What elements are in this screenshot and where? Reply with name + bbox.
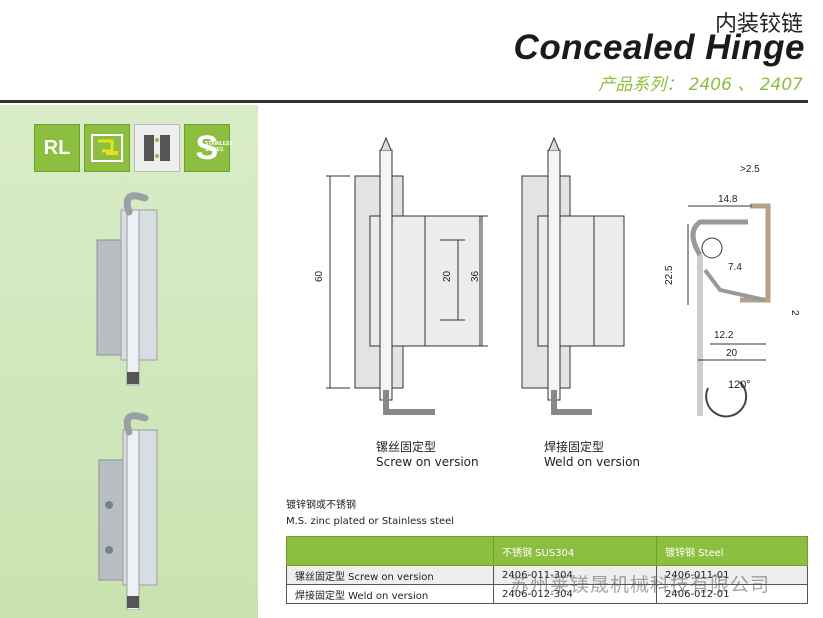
dim-20: 20 <box>442 270 453 282</box>
screw-caption-cn: 镙丝固定型 <box>376 440 437 454</box>
weld-caption-en: Weld on version <box>544 455 641 469</box>
hinge-photo-weld <box>98 412 158 610</box>
rl-badge-label: RL <box>43 136 71 159</box>
spec-table-header: 不锈钢 SUS304 镀锌钢 Steel <box>286 536 808 566</box>
weld-version-drawing <box>521 136 625 415</box>
header-rule <box>0 100 808 103</box>
stainless-series-label: STAINLESS SERIES <box>205 141 233 153</box>
table-row: 焊接固定型 Weld on version 2406-012-304 2406-… <box>286 584 808 604</box>
screw-version-caption: 镙丝固定型 Screw on version <box>376 440 479 470</box>
table-row: 镙丝固定型 Screw on version 2406-011-304 2406… <box>286 565 808 585</box>
rl-badge: RL <box>34 124 80 172</box>
dim-60: 60 <box>314 270 325 282</box>
hinge-photo-screw <box>96 192 158 386</box>
screw-caption-en: Screw on version <box>376 455 479 469</box>
hinge-type-icon <box>134 124 180 172</box>
header-blank <box>286 536 494 566</box>
angle-120: 120° <box>728 379 751 391</box>
row-label: 焊接固定型 Weld on version <box>286 584 494 604</box>
stainless-s-letter: S <box>195 129 219 167</box>
title-english: Concealed Hinge <box>513 28 805 67</box>
part-number: 2406-012-01 <box>656 584 808 604</box>
company-watermark: 苏州莱镁晟机械科技有限公司 <box>510 574 771 596</box>
technical-drawings: 60 20 36 >2.5 14.8 7.4 22.5 2 12.2 20 12… <box>314 136 800 418</box>
stainless-series-icon: S STAINLESS SERIES <box>184 124 233 172</box>
dim-gt-2-5: >2.5 <box>740 164 760 175</box>
dim-7-4: 7.4 <box>728 262 742 273</box>
spec-table: 不锈钢 SUS304 镀锌钢 Steel 镙丝固定型 Screw on vers… <box>286 536 808 604</box>
profile-drawing <box>687 203 771 418</box>
part-number: 2406-011-01 <box>656 565 808 585</box>
material-note-en: M.S. zinc plated or Stainless steel <box>286 516 455 527</box>
part-number: 2406-012-304 <box>493 584 657 604</box>
feature-badges: RL S STAINLESS SERIES <box>34 124 233 172</box>
header-steel: 镀锌钢 Steel <box>656 536 808 566</box>
material-note-cn: 镀锌钢或不锈钢 <box>286 500 356 511</box>
dim-22-5: 22.5 <box>664 265 675 285</box>
weld-caption-cn: 焊接固定型 <box>544 440 605 454</box>
screw-version-drawing <box>326 136 488 415</box>
material-note: 镀锌钢或不锈钢 M.S. zinc plated or Stainless st… <box>286 498 454 530</box>
product-series: 产品系列： 2406 、 2407 <box>598 75 803 95</box>
dim-14-8: 14.8 <box>718 194 738 205</box>
dim-12-2: 12.2 <box>714 330 734 341</box>
mount-icon <box>84 124 130 172</box>
dim-36: 36 <box>470 270 481 282</box>
part-number: 2406-011-304 <box>493 565 657 585</box>
row-label: 镙丝固定型 Screw on version <box>286 565 494 585</box>
dim-20-profile: 20 <box>726 348 738 359</box>
page-header: 内装铰链 Concealed Hinge 产品系列： 2406 、 2407 <box>0 0 823 103</box>
weld-version-caption: 焊接固定型 Weld on version <box>544 440 640 470</box>
title-chinese: 内装铰链 <box>714 12 803 37</box>
dim-2: 2 <box>789 310 800 316</box>
header-stainless: 不锈钢 SUS304 <box>493 536 657 566</box>
